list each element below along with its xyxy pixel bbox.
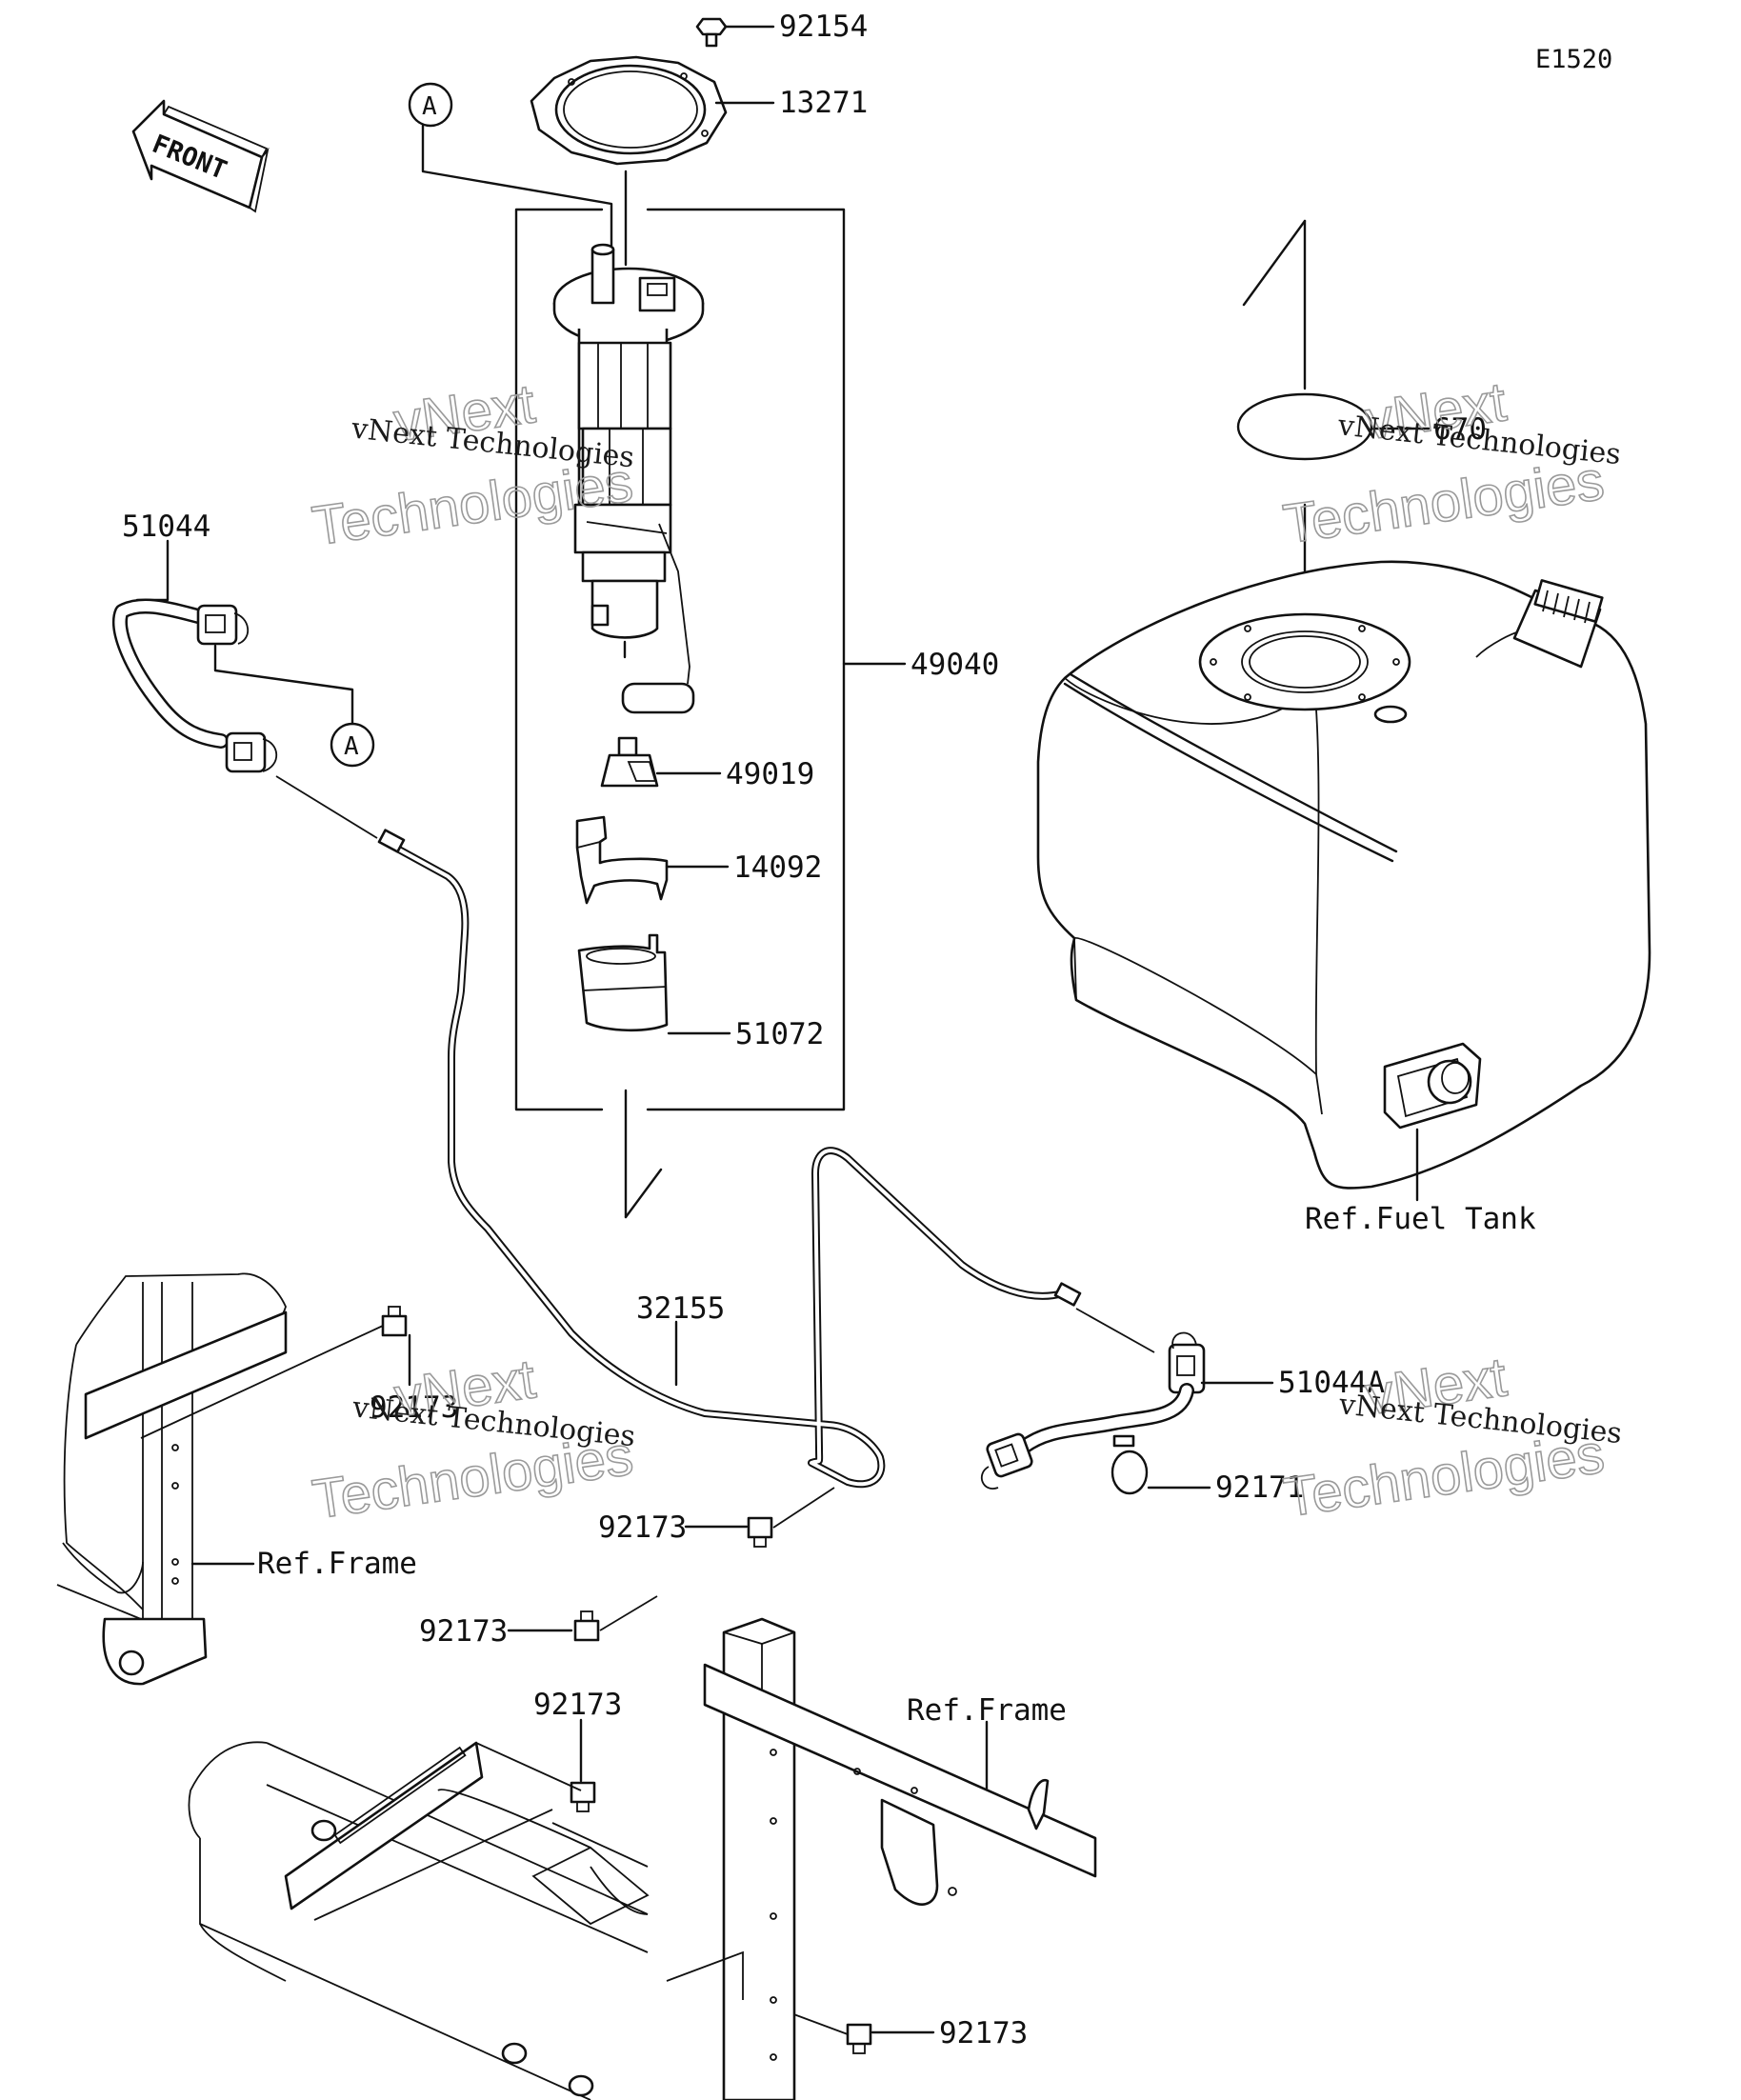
diagram-code: E1520 — [1535, 45, 1612, 74]
hose-right-part: 51044A — [980, 1308, 1385, 1490]
part-number-49040: 49040 — [911, 648, 999, 682]
clip-1: 92173 — [140, 1306, 458, 1439]
holder-part: 14092 — [575, 815, 822, 905]
part-number-92154: 92154 — [779, 10, 868, 44]
clip-5: 92173 — [780, 2009, 1028, 2054]
clip-2: 92173 — [598, 1487, 835, 1548]
pump-assembly-bracket: 49040 — [514, 208, 999, 1111]
front-arrow-icon: FRONT — [131, 99, 270, 213]
part-number-92173-a: 92173 — [370, 1390, 458, 1425]
watermark-3: vNext Technologies vNext Technologies — [308, 1347, 637, 1531]
clip-3: 92173 — [419, 1595, 658, 1649]
part-number-51044a: 51044A — [1278, 1366, 1385, 1400]
frame-bottom: Ref.Frame — [188, 1617, 1097, 2100]
ref-frame-bottom: Ref.Frame — [907, 1693, 1067, 1728]
frame-left: Ref.Frame — [56, 1272, 417, 1686]
cup-part: 51072 — [577, 933, 824, 1051]
part-number-670: 670 — [1433, 412, 1487, 447]
clip-4: 92173 — [533, 1688, 622, 1812]
part-number-51072: 51072 — [735, 1017, 824, 1051]
part-number-92173-e: 92173 — [939, 2016, 1028, 2050]
part-number-92173-c: 92173 — [419, 1614, 508, 1649]
part-number-92171: 92171 — [1215, 1470, 1304, 1505]
fuel-pump-part — [552, 243, 705, 714]
hose-left-part: 51044 A — [111, 510, 378, 839]
bolt-part: 92154 — [695, 10, 868, 48]
ref-frame-left: Ref.Frame — [257, 1547, 417, 1581]
clamp-part: 92171 — [1111, 1434, 1304, 1505]
callout-a-left-label: A — [344, 732, 359, 761]
fuel-line-part: 32155 — [377, 829, 1082, 1489]
o-ring-part: 670 — [1236, 219, 1487, 692]
part-number-32155: 32155 — [636, 1291, 725, 1326]
ref-fuel-tank: Ref.Fuel Tank — [1305, 1202, 1536, 1236]
watermark-2: vNext Technologies vNext Technologies — [1279, 370, 1622, 556]
part-number-14092: 14092 — [733, 850, 822, 885]
fuel-tank: Ref.Fuel Tank — [1036, 560, 1651, 1236]
part-number-49019: 49019 — [726, 757, 814, 791]
callout-a-top: A — [408, 82, 613, 248]
gasket-part: 13271 — [530, 55, 868, 166]
part-number-13271: 13271 — [779, 86, 868, 120]
part-number-92173-d: 92173 — [533, 1688, 622, 1722]
part-number-92173-b: 92173 — [598, 1510, 687, 1545]
part-number-51044: 51044 — [122, 510, 210, 544]
filter-part: 49019 — [600, 736, 814, 791]
watermark-4: vNext Technologies vNext Technologies — [1279, 1345, 1623, 1530]
callout-a-top-label: A — [422, 92, 437, 121]
